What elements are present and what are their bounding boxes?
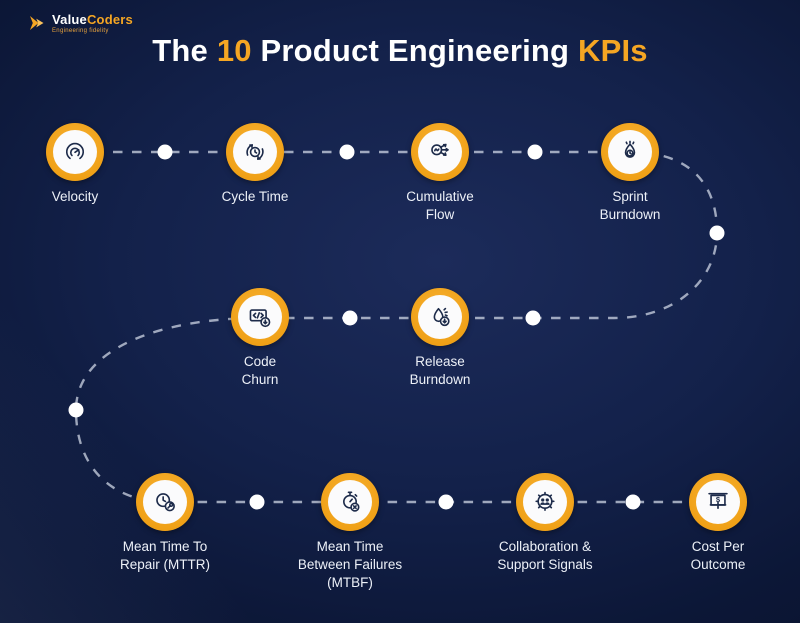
kpi-label: Cost Per Outcome bbox=[690, 539, 746, 572]
flame-down-icon bbox=[433, 307, 450, 327]
kpi-label: Mean Time Between Failures (MTBF) bbox=[297, 539, 403, 590]
logo-name: ValueCoders bbox=[52, 13, 133, 26]
kpi-circle bbox=[516, 473, 574, 531]
title-part-2: 10 bbox=[216, 33, 252, 68]
clock-cycle-icon bbox=[246, 144, 264, 160]
path-dot bbox=[342, 310, 358, 326]
kpi-circle bbox=[231, 288, 289, 346]
kpi-circle bbox=[411, 288, 469, 346]
kpi-label: Collaboration & Support Signals bbox=[497, 539, 593, 572]
speedometer-icon bbox=[65, 142, 85, 160]
kpi-circle bbox=[46, 123, 104, 181]
kpi-label: Cumulative Flow bbox=[406, 189, 474, 222]
flow-branch-icon bbox=[431, 143, 449, 156]
path-dot bbox=[68, 402, 84, 418]
path-dot bbox=[339, 144, 355, 160]
kpi-label: Release Burndown bbox=[409, 354, 471, 387]
path-dots bbox=[68, 144, 725, 510]
screen-dollar-icon: $ bbox=[708, 492, 728, 509]
title-part-4: KPIs bbox=[577, 33, 648, 68]
title-part-3: Product Engineering bbox=[251, 33, 578, 68]
svg-text:$: $ bbox=[716, 495, 721, 504]
kpi-circle: $ bbox=[689, 473, 747, 531]
kpi-label: Velocity bbox=[51, 189, 99, 204]
flame-clock-icon bbox=[624, 140, 636, 158]
logo-tagline: Engineering fidelity bbox=[52, 28, 109, 34]
path-dot bbox=[438, 494, 454, 510]
logo-name-right: Coders bbox=[86, 12, 133, 27]
stopwatch-x-icon bbox=[343, 491, 360, 512]
kpi-circle bbox=[411, 123, 469, 181]
page-title: The 10 Product Engineering KPIs bbox=[0, 33, 800, 69]
path-dot bbox=[527, 144, 543, 160]
kpi-label: Cycle Time bbox=[221, 189, 289, 204]
kpi-label: Code Churn bbox=[241, 354, 279, 387]
gear-people-icon bbox=[535, 491, 555, 511]
kpi-label: Sprint Burndown bbox=[599, 189, 661, 222]
kpi-label: Mean Time To Repair (MTTR) bbox=[120, 539, 210, 572]
path-dot bbox=[525, 310, 541, 326]
path-dot bbox=[709, 225, 725, 241]
valuecoders-logo-icon bbox=[30, 16, 44, 30]
clock-wrench-icon bbox=[156, 493, 175, 512]
title-part-1: The bbox=[152, 33, 217, 68]
logo-name-left: Value bbox=[52, 12, 87, 27]
valuecoders-logo: ValueCoders Engineering fidelity bbox=[27, 13, 133, 34]
path-dot bbox=[249, 494, 265, 510]
kpi-circle bbox=[136, 473, 194, 531]
code-window-down-icon bbox=[249, 309, 271, 328]
path-dot bbox=[625, 494, 641, 510]
kpi-circle bbox=[321, 473, 379, 531]
kpi-circle bbox=[601, 123, 659, 181]
path-dot bbox=[157, 144, 173, 160]
kpi-circle bbox=[226, 123, 284, 181]
